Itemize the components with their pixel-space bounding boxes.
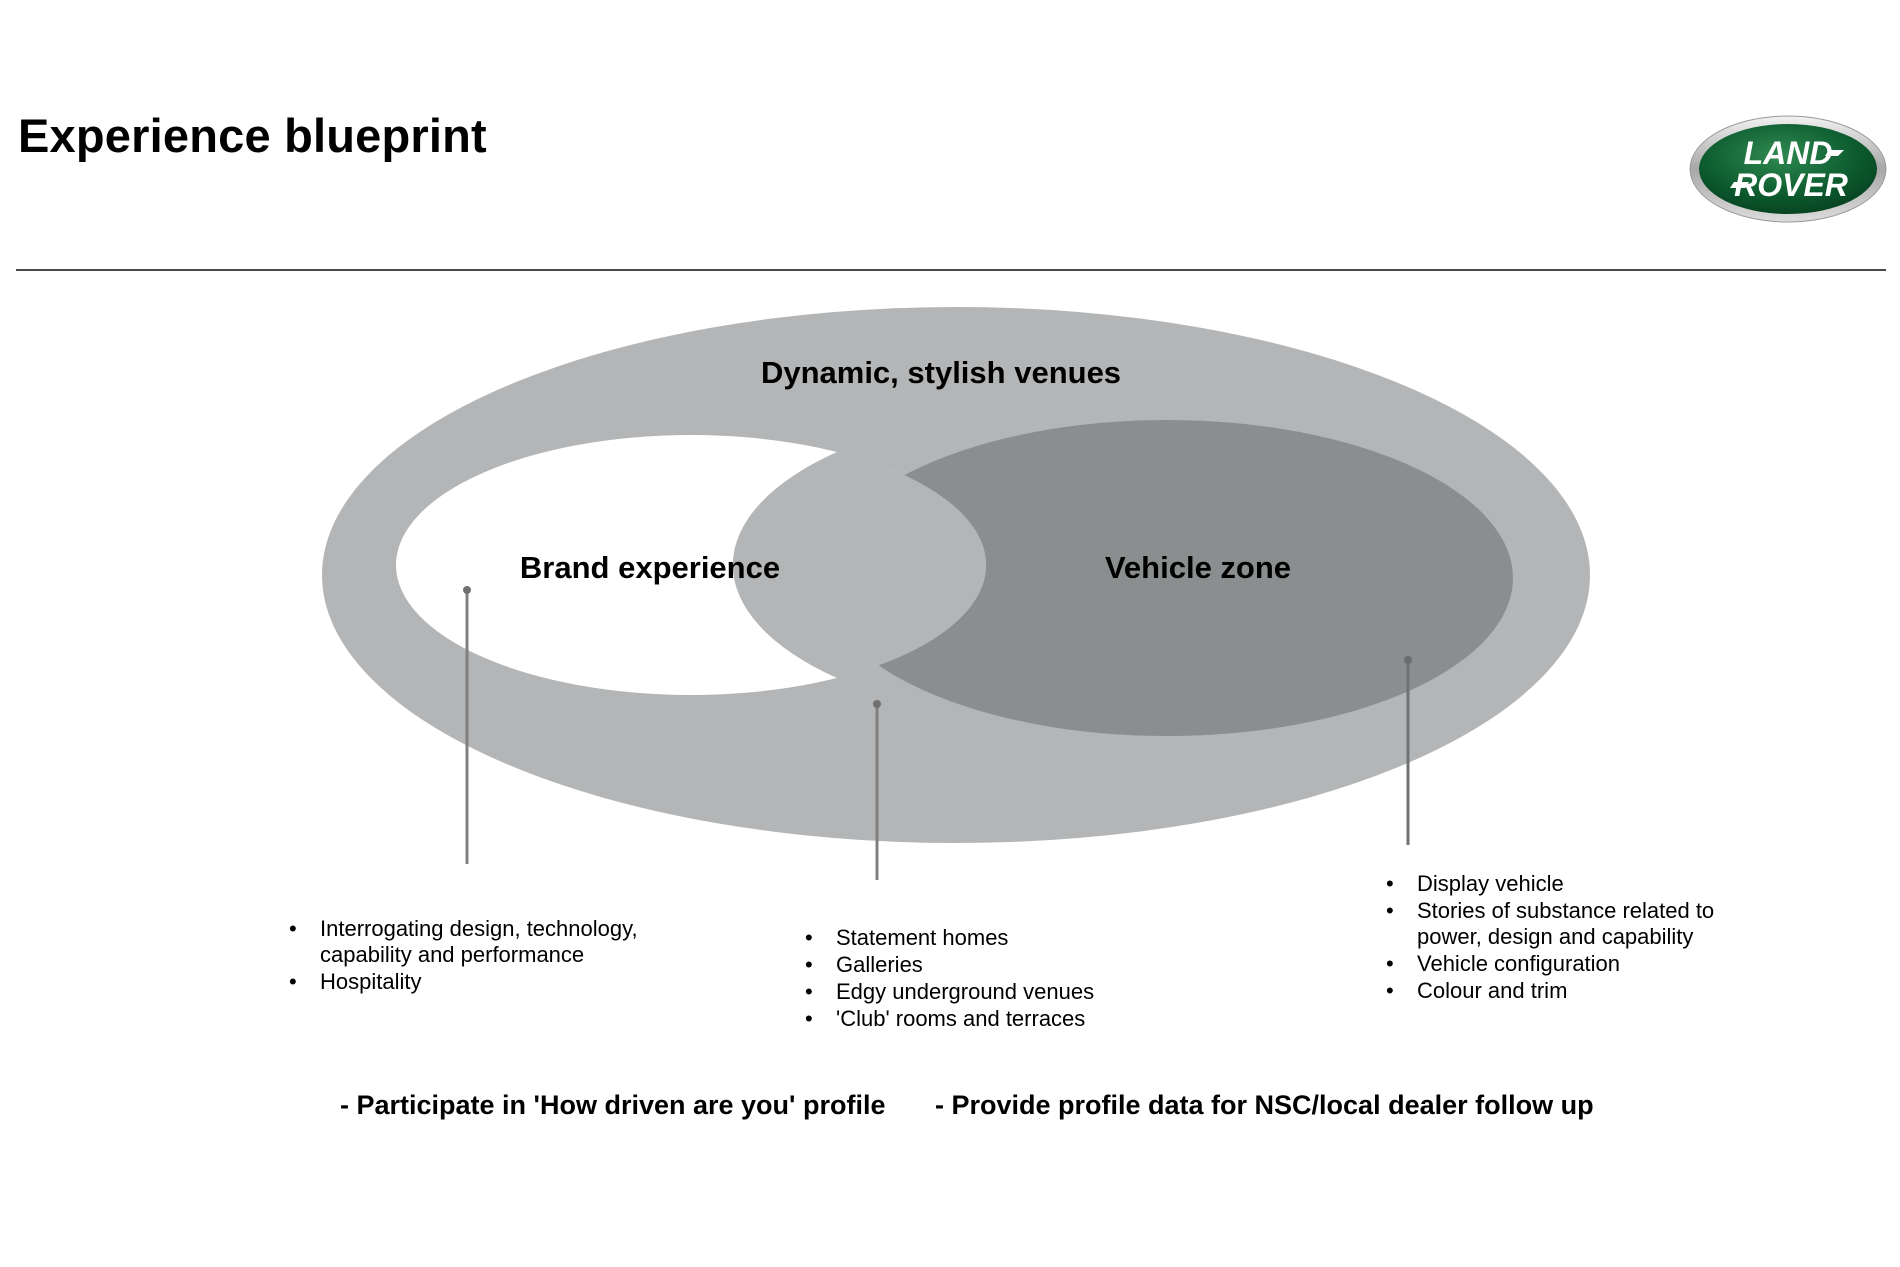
list-item: Display vehicle: [1386, 871, 1726, 897]
logo-line2: ROVER: [1734, 167, 1848, 203]
list-item: Vehicle configuration: [1386, 951, 1726, 977]
list-item: Edgy underground venues: [805, 979, 1125, 1005]
list-item: Colour and trim: [1386, 978, 1726, 1004]
list-item: Stories of substance related to power, d…: [1386, 898, 1726, 950]
list-item: Galleries: [805, 952, 1125, 978]
page-title: Experience blueprint: [18, 109, 487, 162]
venue-connector-dot: [873, 700, 881, 708]
overlap-region: [732, 452, 987, 678]
logo-dash-top: [1825, 150, 1844, 156]
brand-bullet-list: Interrogating design, technology, capabi…: [289, 916, 649, 996]
logo-line1: LAND: [1744, 135, 1833, 171]
brand-connector-dot: [463, 586, 471, 594]
vehicle-connector-dot: [1404, 656, 1412, 664]
logo-dash-bottom: [1730, 182, 1749, 188]
land-rover-logo: LAND ROVER: [1689, 115, 1887, 223]
brand-experience-label: Brand experience: [519, 550, 781, 585]
vehicle-zone-label: Vehicle zone: [1104, 550, 1292, 585]
footer-right-note: - Provide profile data for NSC/local dea…: [935, 1090, 1594, 1120]
vehicle-bullet-list: Display vehicle Stories of substance rel…: [1386, 871, 1726, 1005]
list-item: 'Club' rooms and terraces: [805, 1006, 1125, 1032]
list-item: Interrogating design, technology, capabi…: [289, 916, 649, 968]
list-item: Hospitality: [289, 969, 649, 995]
footer-left-note: - Participate in 'How driven are you' pr…: [340, 1090, 886, 1120]
outer-venue-label: Dynamic, stylish venues: [760, 355, 1122, 390]
venue-bullet-list: Statement homes Galleries Edgy undergrou…: [805, 925, 1125, 1033]
header-divider: [16, 269, 1886, 271]
vehicle-zone-ellipse: [821, 420, 1513, 736]
list-item: Statement homes: [805, 925, 1125, 951]
